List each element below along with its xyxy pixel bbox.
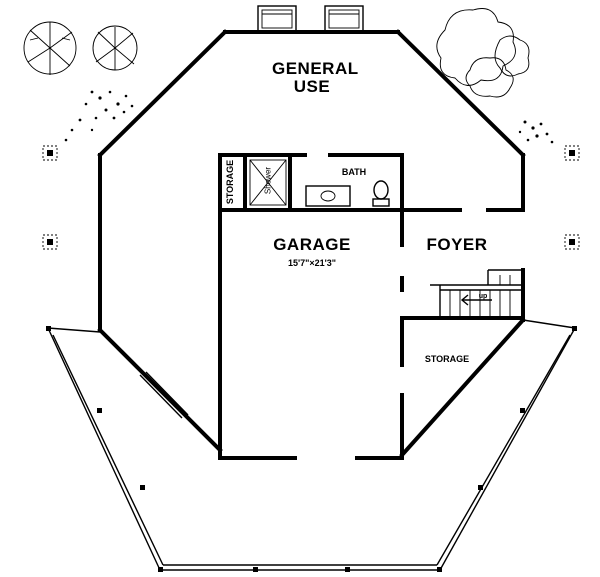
storage-small-label: STORAGE	[225, 159, 235, 205]
sliding-door	[139, 371, 189, 419]
general-use-line1: GENERAL	[272, 59, 359, 78]
deck-posts	[46, 326, 577, 572]
top-window-left	[257, 5, 297, 33]
bath-label: BATH	[341, 167, 367, 177]
post-icon	[42, 145, 580, 250]
interior-walls	[218, 153, 525, 460]
garage-dimensions: 15'7"×21'3"	[287, 258, 337, 268]
general-use-label: GENERAL USE	[272, 59, 359, 96]
tree-icon	[23, 21, 138, 75]
garage-label: GARAGE	[273, 235, 351, 254]
storage-large-label: STORAGE	[424, 354, 470, 364]
exterior-walls	[97, 29, 526, 460]
stair-direction-label: up	[478, 293, 488, 300]
foyer-label: FOYER	[426, 235, 488, 254]
tree-icon	[436, 8, 530, 98]
general-use-line2: USE	[293, 77, 331, 96]
sink-icon	[305, 185, 351, 207]
deck-outline	[47, 319, 576, 571]
top-window-right	[324, 5, 364, 33]
shower-fixture	[249, 159, 287, 206]
toilet-icon	[372, 180, 390, 207]
shower-label: Shower	[263, 166, 273, 195]
shrub-icon	[64, 90, 134, 142]
shrub-icon	[518, 120, 554, 144]
stairs	[430, 269, 523, 318]
